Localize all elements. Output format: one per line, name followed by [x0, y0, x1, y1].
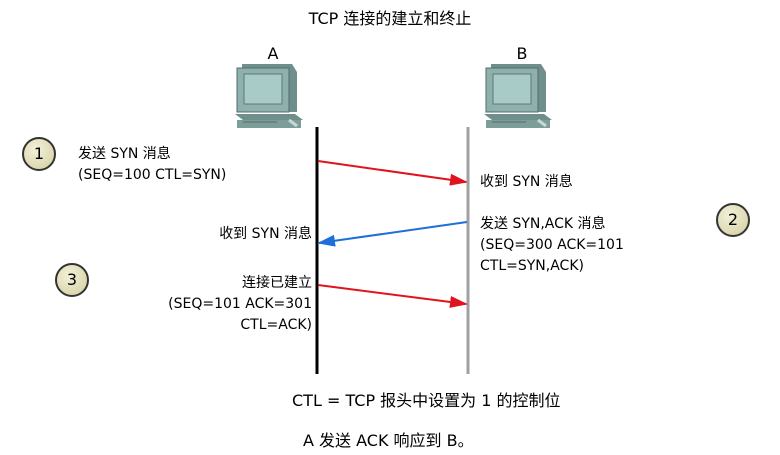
ctl-legend: CTL = TCP 报头中设置为 1 的控制位: [292, 391, 561, 410]
step-2-text: 发送 SYN,ACK 消息 (SEQ=300 ACK=101 CTL=SYN,A…: [480, 214, 624, 277]
step-1-badge: 1: [22, 137, 56, 171]
computer-b-icon: [484, 64, 552, 128]
step-1-line1: 发送 SYN 消息: [78, 146, 171, 162]
host-a-label: A: [267, 44, 279, 63]
step-2-line2: (SEQ=300 ACK=101: [480, 237, 624, 253]
step-2-line3: CTL=SYN,ACK): [480, 258, 584, 274]
step-1-line2: (SEQ=100 CTL=SYN): [78, 167, 227, 183]
step-3-line3: CTL=ACK): [240, 317, 312, 333]
footer-note: A 发送 ACK 响应到 B。: [303, 431, 474, 450]
diagram-title: TCP 连接的建立和终止: [308, 9, 472, 28]
step-3-line1: 连接已建立: [242, 275, 312, 291]
host-b-label: B: [516, 44, 528, 63]
arrow-ack: [317, 284, 468, 308]
step-2-badge: 2: [716, 203, 750, 237]
a-received-text: 收到 SYN 消息: [219, 226, 312, 242]
arrow-syn: [317, 160, 468, 186]
b-received-text: 收到 SYN 消息: [480, 174, 573, 190]
step-1-text: 发送 SYN 消息 (SEQ=100 CTL=SYN): [78, 144, 226, 186]
step-3-badge: 3: [55, 263, 89, 297]
step-3-text: 连接已建立 (SEQ=101 ACK=301 CTL=ACK): [140, 273, 312, 336]
step-3-line2: (SEQ=101 ACK=301: [168, 296, 312, 312]
step-2-line1: 发送 SYN,ACK 消息: [480, 216, 606, 232]
arrow-syn-ack: [317, 221, 468, 247]
computer-a-icon: [235, 64, 303, 128]
